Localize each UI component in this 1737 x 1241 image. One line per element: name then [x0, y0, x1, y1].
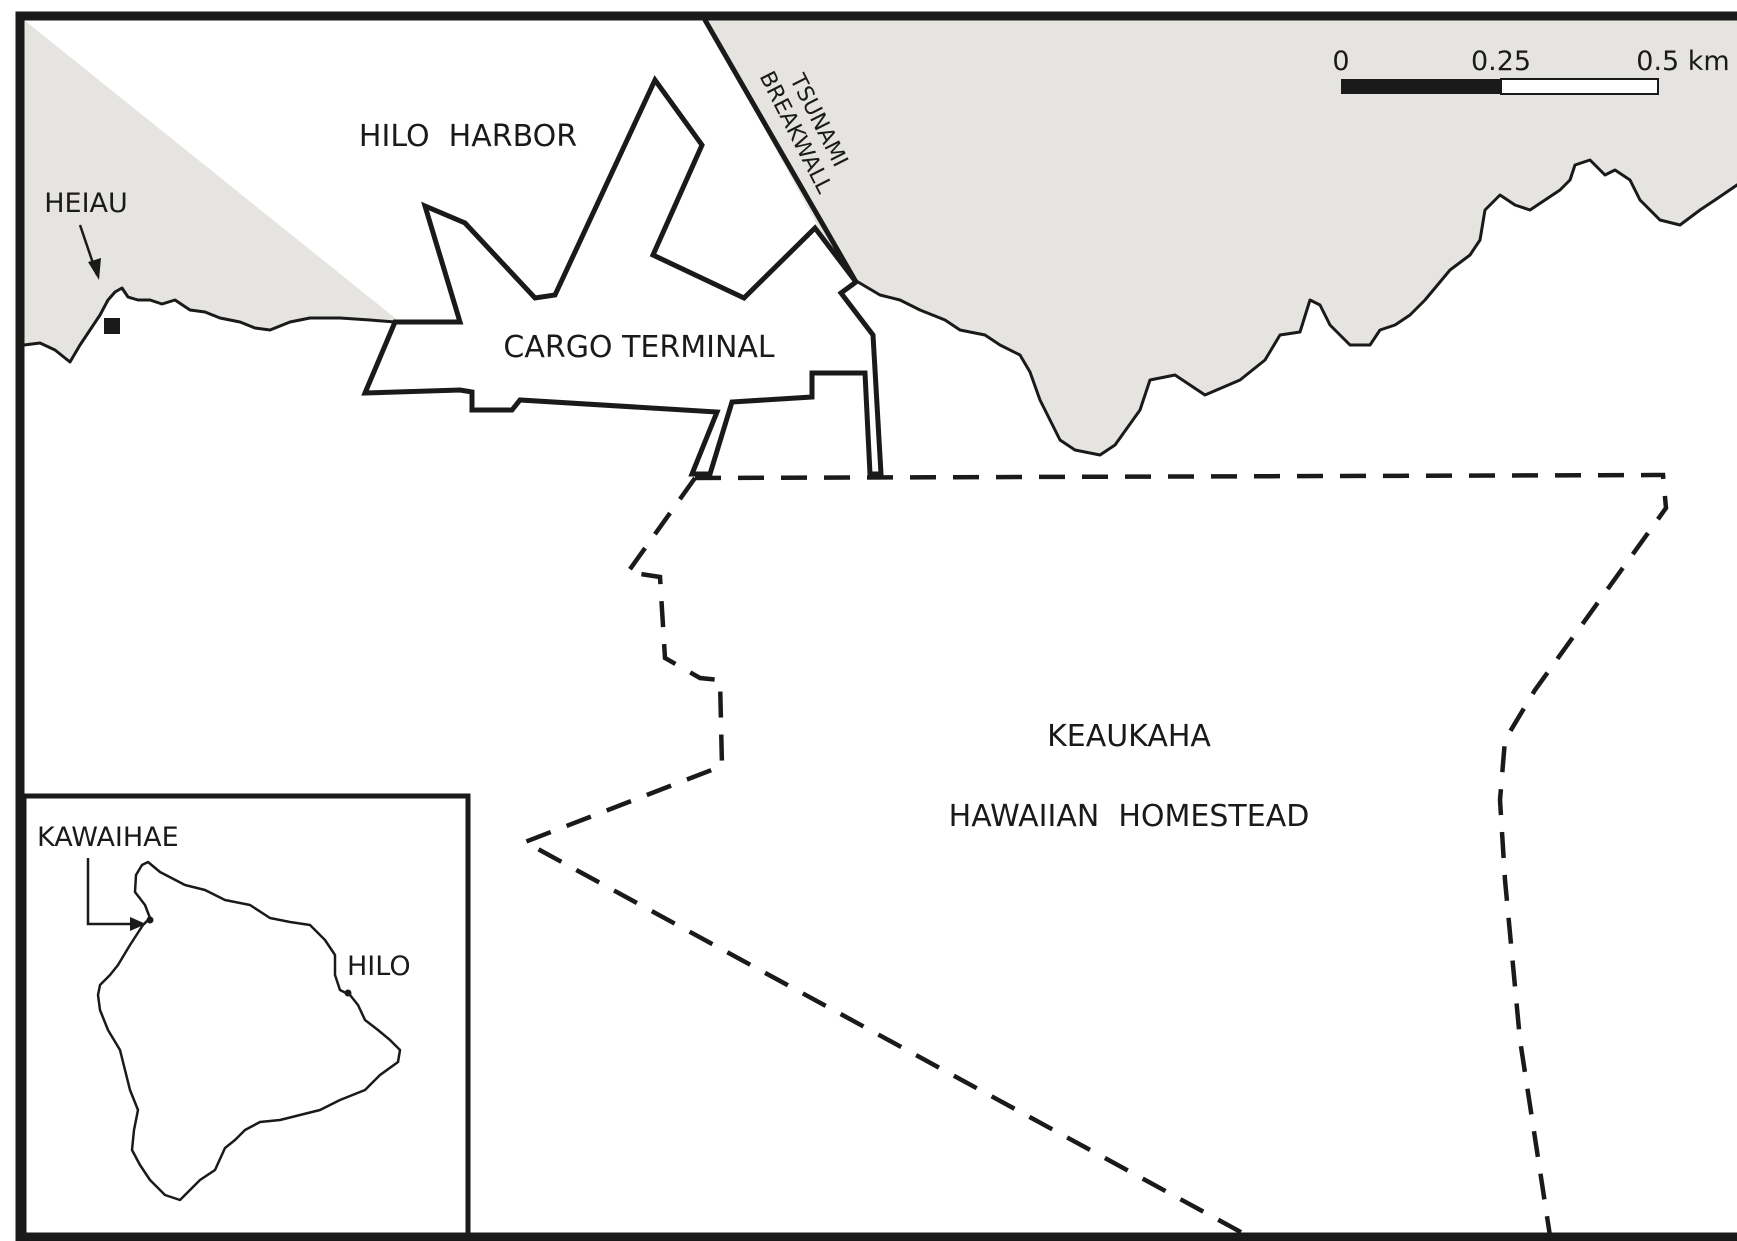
cargo-terminal-label: CARGO TERMINAL	[503, 330, 775, 365]
inset-kawaihae-dot	[146, 916, 154, 924]
inset-island-outline	[96, 860, 402, 1202]
homestead-boundary	[694, 472, 1669, 1237]
scale-tick-end: 0.5 km	[1636, 46, 1729, 77]
inset-kawaihae-arrow-head	[130, 917, 146, 931]
scale-tick-mid: 0.25	[1471, 46, 1531, 77]
inset-hilo-label: HILO	[347, 951, 411, 982]
inset-frame	[21, 793, 471, 1241]
tsunami-breakwall	[702, 17, 859, 285]
heiau-marker	[104, 318, 120, 334]
scale-bar-filled	[1341, 79, 1501, 94]
scale-bar: 0 0.25 0.5 km	[1332, 46, 1730, 95]
map-frame	[15, 11, 1737, 1241]
homestead-label-line2: HAWAIIAN HOMESTEAD	[949, 799, 1310, 834]
homestead-label-line1: KEAUKAHA	[1047, 719, 1211, 754]
shoreline-east	[856, 158, 1737, 457]
scale-bar-empty	[1500, 78, 1659, 95]
heiau-label: HEIAU	[44, 188, 128, 219]
harbor-label: HILO HARBOR	[359, 119, 577, 154]
cargo-terminal-pier	[361, 75, 884, 477]
homestead-boundary-west	[519, 476, 1250, 1238]
inset-hilo-dot	[344, 989, 352, 997]
harbor-water-shore	[24, 20, 705, 362]
scale-tick-0: 0	[1332, 46, 1349, 77]
harbor-water-west	[24, 20, 1737, 455]
shoreline-west	[22, 286, 397, 364]
heiau-arrow-head	[88, 258, 101, 280]
inset-kawaihae-label: KAWAIHAE	[37, 822, 179, 853]
inset-map: KAWAIHAE HILO	[21, 793, 471, 1241]
inset-kawaihae-arrow	[86, 858, 140, 926]
